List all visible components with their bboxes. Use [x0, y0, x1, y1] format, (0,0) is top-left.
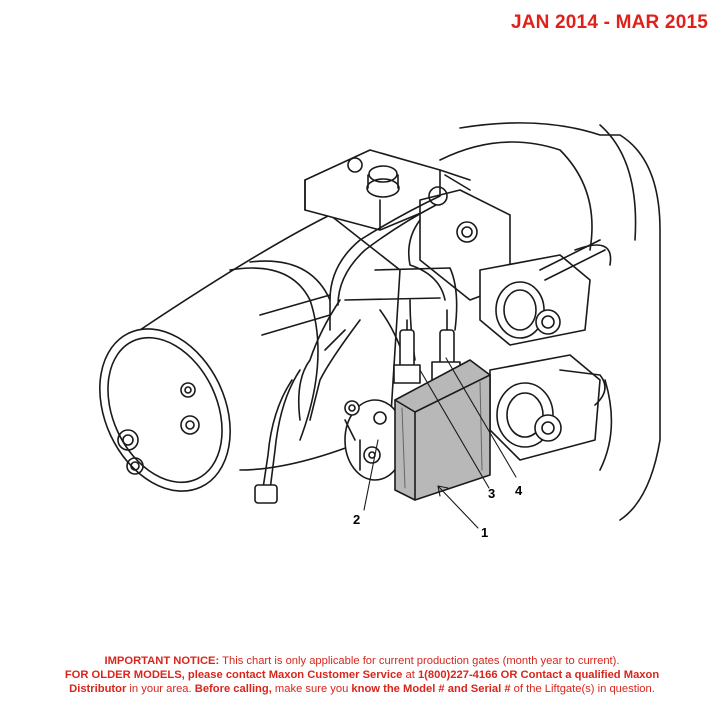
notice-at: at — [402, 669, 418, 681]
notice-make-sure: make sure you — [271, 683, 352, 695]
notice-line-1-text: This chart is only applicable for curren… — [219, 655, 620, 667]
callout-4: 4 — [515, 483, 523, 498]
callout-1: 1 — [481, 525, 488, 540]
notice-line-2: FOR OLDER MODELS, please contact Maxon C… — [0, 668, 724, 682]
motor-body — [99, 214, 401, 492]
notice-heading: IMPORTANT NOTICE: — [104, 655, 220, 667]
start-solenoid — [344, 399, 406, 481]
notice-line-1: IMPORTANT NOTICE: This chart is only app… — [0, 654, 724, 668]
reservoir-housing — [439, 122, 661, 521]
notice-liftgate: of the Liftgate(s) in question. — [510, 683, 655, 695]
wiring-harness — [254, 169, 471, 504]
notice-line-3: Distributor in your area. Before calling… — [0, 682, 724, 696]
notice-contact-distributor: OR Contact a qualified Maxon — [497, 669, 660, 681]
lower-solenoid — [489, 354, 606, 461]
callout-2: 2 — [353, 512, 360, 527]
control-module — [394, 359, 491, 501]
notice-distributor: Distributor — [69, 683, 127, 695]
date-range-title: JAN 2014 - MAR 2015 — [510, 12, 708, 33]
notice-phone: 1(800)227-4166 — [417, 669, 498, 681]
leader-lines — [363, 357, 517, 529]
notice-older-models: FOR OLDER MODELS, please contact Maxon C… — [64, 669, 403, 681]
callout-3: 3 — [488, 486, 495, 501]
notice-model-serial: know the Model # and Serial # — [351, 683, 511, 695]
important-notice: IMPORTANT NOTICE: This chart is only app… — [0, 654, 724, 696]
upper-solenoid — [479, 239, 612, 346]
notice-before-calling: Before calling, — [194, 683, 272, 695]
notice-in-area: in your area. — [126, 683, 195, 695]
